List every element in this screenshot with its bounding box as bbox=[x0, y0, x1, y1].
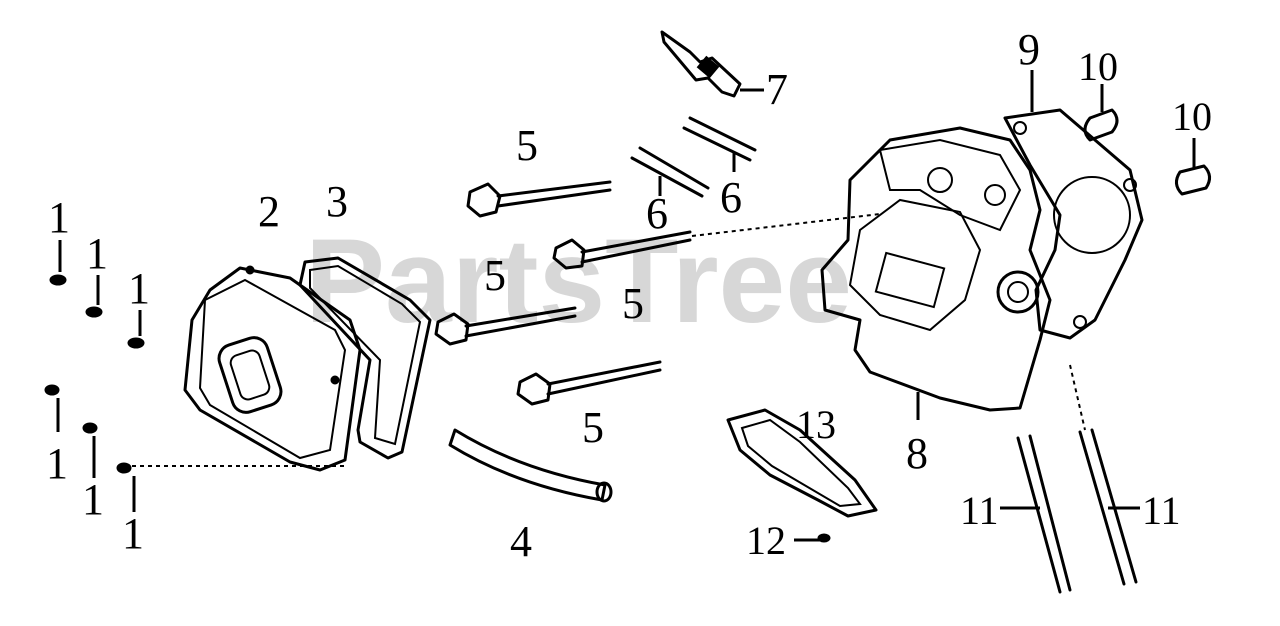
rocker-plate-part-13[interactable] bbox=[726, 408, 878, 518]
callout-11b: 11 bbox=[1142, 488, 1181, 533]
callout-6b: 6 bbox=[720, 173, 742, 222]
callout-13: 13 bbox=[796, 402, 836, 447]
dowel-pin-10b[interactable] bbox=[1175, 138, 1211, 196]
stud-part-6-group bbox=[630, 116, 757, 198]
bolt-1b[interactable] bbox=[85, 275, 103, 318]
stud-11b[interactable] bbox=[1078, 428, 1140, 586]
watermark-text: PartsTree bbox=[305, 214, 852, 348]
bolt-1e[interactable] bbox=[82, 422, 98, 478]
bolt-1a[interactable] bbox=[49, 240, 67, 286]
callout-4: 4 bbox=[510, 517, 532, 566]
dowel-pin-part-10-group bbox=[1083, 84, 1211, 196]
bolt-part-1-group bbox=[44, 240, 145, 512]
callout-7: 7 bbox=[766, 65, 788, 114]
spark-plug-part-7[interactable] bbox=[660, 30, 764, 98]
breather-tube-part-4[interactable] bbox=[448, 428, 613, 503]
callout-1d: 1 bbox=[46, 439, 68, 488]
cylinder-head-part-8[interactable] bbox=[820, 126, 1052, 420]
callout-11a: 11 bbox=[960, 488, 999, 533]
bolt-1f[interactable] bbox=[116, 462, 136, 512]
dowel-pin-10a[interactable] bbox=[1083, 84, 1119, 142]
valve-cover-part-2[interactable] bbox=[183, 265, 362, 472]
callout-3: 3 bbox=[326, 177, 348, 226]
callout-1b: 1 bbox=[86, 229, 108, 278]
callout-12: 12 bbox=[746, 518, 786, 563]
callout-1a: 1 bbox=[48, 193, 70, 242]
callout-10a: 10 bbox=[1078, 44, 1118, 89]
callout-5d: 5 bbox=[582, 403, 604, 452]
callout-8: 8 bbox=[906, 429, 928, 478]
bolt-5c[interactable] bbox=[434, 306, 577, 346]
callout-5c: 5 bbox=[622, 279, 644, 328]
bolt-1d[interactable] bbox=[44, 384, 60, 432]
bolt-1c[interactable] bbox=[127, 310, 145, 349]
callout-2: 2 bbox=[258, 187, 280, 236]
bolt-5d[interactable] bbox=[516, 360, 662, 406]
screw-part-12[interactable] bbox=[794, 533, 831, 543]
callout-5b: 5 bbox=[484, 251, 506, 300]
bolt-5a[interactable] bbox=[466, 180, 612, 218]
callout-1c: 1 bbox=[128, 264, 150, 313]
callout-1e: 1 bbox=[82, 475, 104, 524]
callout-5a: 5 bbox=[516, 121, 538, 170]
callout-9: 9 bbox=[1018, 25, 1040, 74]
stud-6a[interactable] bbox=[630, 146, 710, 198]
stud-6b[interactable] bbox=[682, 116, 757, 172]
callout-10b: 10 bbox=[1172, 94, 1212, 139]
stud-part-11-group bbox=[1000, 428, 1140, 594]
valve-cover-gasket-part-3[interactable] bbox=[298, 256, 432, 460]
callout-labels: 1 1 1 1 1 1 2 3 4 5 5 5 5 6 6 7 8 9 10 1… bbox=[46, 25, 1212, 566]
alignment-line-gasket bbox=[1069, 364, 1086, 431]
bolt-5b[interactable] bbox=[552, 230, 692, 270]
callout-6a: 6 bbox=[646, 189, 668, 238]
head-gasket-part-9[interactable] bbox=[1003, 70, 1144, 340]
bolt-part-5-group bbox=[434, 180, 692, 406]
stud-11a[interactable] bbox=[1000, 434, 1072, 594]
callout-1f: 1 bbox=[122, 509, 144, 558]
